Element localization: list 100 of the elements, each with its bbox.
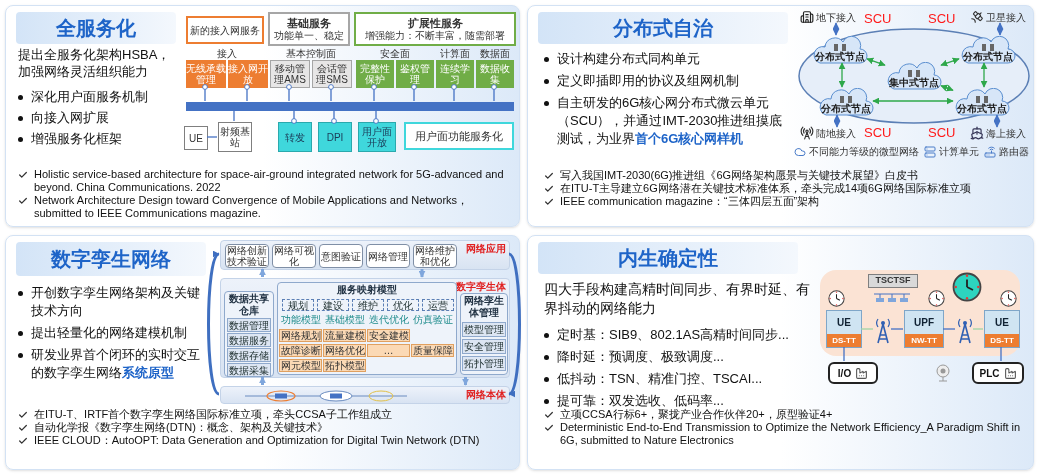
network-function-box	[984, 310, 1020, 348]
function-box: DPI	[318, 122, 352, 152]
adapter-label: DS-TT	[985, 334, 1019, 347]
management-item-box: 拓扑管理	[462, 356, 506, 371]
arrow	[259, 268, 266, 277]
panel-title: 全服务化	[56, 16, 136, 40]
arrow	[832, 22, 840, 36]
arrow	[980, 62, 988, 88]
reference-text: Holistic service-based architecture for space-air-ground integrated network for 5G-advanced and beyond. China Communications. 2022	[34, 168, 505, 194]
cloud-node: 分布式节点	[818, 88, 874, 116]
plane-label: 安全面	[379, 48, 411, 60]
device-label: PLC	[979, 366, 1000, 381]
model-item-box: 故障诊断	[279, 344, 322, 357]
arrow	[508, 252, 521, 396]
adapter-label: NW-TT	[905, 334, 943, 347]
access-label: 地下接入	[816, 12, 858, 24]
data-box: 数据采集	[227, 363, 271, 377]
connector-line	[1000, 346, 1002, 362]
legend-text: 路由器	[999, 146, 1029, 158]
data-box: 数据服务	[227, 333, 271, 347]
bullet-text: 提出轻量化的网络建模机制	[31, 324, 187, 342]
service-group-box	[268, 12, 350, 46]
bullet-text: 提可靠：双发选收、低码率...	[557, 392, 724, 409]
panel-title: 数字孪生网络	[51, 247, 171, 271]
unit-label: SCU	[928, 11, 957, 26]
connector-line	[860, 328, 874, 330]
function-label: UE	[994, 316, 1010, 330]
data-box: 数据管理	[227, 318, 271, 332]
antenna-icon	[956, 316, 974, 344]
arrow	[940, 84, 954, 92]
reference-text: IEEE CLOUD：AutoOPT: Data Generation and Optimization for Digital Twin Network (DTN)	[34, 434, 480, 447]
legend-text: 计算单元	[939, 146, 979, 158]
cloud-node: 分布式节点	[812, 36, 868, 64]
stage-box: 优化	[387, 299, 419, 311]
bullet-text: 降时延：预调度、极致调度...	[557, 348, 724, 366]
antenna-icon	[874, 316, 892, 344]
base-station-box: 射频基站	[218, 122, 252, 152]
service-box: 移动管理AMS	[270, 60, 310, 88]
service-box: 完整性保护	[356, 60, 394, 88]
service-box: 鉴权管理	[396, 60, 434, 88]
reference-text: 自动化学报《数字孪生网络(DTN)：概念、架构及关键技术》	[34, 421, 328, 434]
arrow	[207, 252, 220, 396]
model-item-box: 网元模型	[279, 359, 322, 372]
network-function-box	[826, 310, 862, 348]
function-box: 意图验证	[319, 244, 363, 268]
function-label: UPF	[913, 316, 935, 330]
panel-card	[5, 5, 520, 227]
device-box	[972, 362, 1024, 384]
data-box: 数据存储	[227, 348, 271, 362]
service-box: 连续学习	[436, 60, 474, 88]
plane-label: 数据面	[479, 48, 511, 60]
arrow	[940, 57, 960, 67]
connector-line	[890, 328, 904, 330]
panel-card	[5, 235, 520, 470]
arrow	[259, 376, 266, 385]
service-box: 数据收集	[476, 60, 514, 88]
network-ellipse	[798, 28, 1030, 124]
stage-box: 建设	[317, 299, 349, 311]
legend-text: 不同能力等级的微型网络	[809, 146, 919, 158]
model-item-box: 流量建模	[323, 329, 366, 342]
arrow	[872, 97, 954, 105]
repository-box	[224, 291, 274, 377]
management-box	[460, 293, 508, 375]
connector-line	[972, 328, 984, 330]
network-function-box	[904, 310, 944, 348]
panel-card	[527, 235, 1034, 470]
unit-label: SCU	[928, 125, 957, 140]
box-heading: 扩展性服务	[407, 16, 463, 29]
device-label: I/O	[837, 366, 852, 381]
arrow	[838, 62, 846, 88]
panel-title: 内生确定性	[618, 246, 718, 270]
box-heading: 网络孪生体管理	[463, 295, 505, 319]
access-label: 陆地接入	[816, 128, 858, 140]
bus-bar	[186, 102, 514, 111]
model-item-box: 质量保障	[411, 344, 454, 357]
connector-line	[233, 109, 235, 122]
bullet-text: 低抖动：TSN、精准门控、TSCAI...	[557, 370, 763, 388]
service-group-box	[354, 12, 516, 46]
panel-title: 分布式自治	[613, 16, 713, 40]
intro-text: 四大手段构建高精时间同步、有界时延、有界抖动的网络能力	[544, 280, 811, 318]
stage-box: 规划	[282, 299, 314, 311]
terminal-box: UE	[184, 126, 208, 150]
service-box: 会话管理SMS	[312, 60, 352, 88]
model-item-box: 网络规划	[279, 329, 322, 342]
service-group-box: 新的接入网服务	[186, 16, 264, 44]
bullet-text: 自主研发的6G核心网分布式微云单元（SCU），并通过IMT-2030推进组摸底测试，为业界首个6G核心网样机	[557, 94, 784, 148]
model-box	[277, 282, 457, 375]
function-box: 用户面开放	[358, 122, 396, 152]
bullet-text: 研发业界首个闭环的实时交互的数字孪生网络系统原型	[31, 346, 201, 382]
function-label: UE	[836, 316, 852, 330]
arrow	[866, 57, 886, 67]
adapter-label: DS-TT	[827, 334, 861, 347]
device-box	[828, 362, 878, 384]
bullet-text: 深化用户面服务机制	[31, 88, 148, 105]
model-label: 迭代优化	[368, 314, 410, 326]
bullet-text: 定时基：SIB9、802.1AS高精时间同步...	[557, 326, 789, 344]
arrow	[993, 114, 1001, 128]
service-box: 接入网开放	[228, 60, 268, 88]
management-item-box: 模型管理	[462, 322, 506, 337]
arrow	[462, 377, 469, 386]
